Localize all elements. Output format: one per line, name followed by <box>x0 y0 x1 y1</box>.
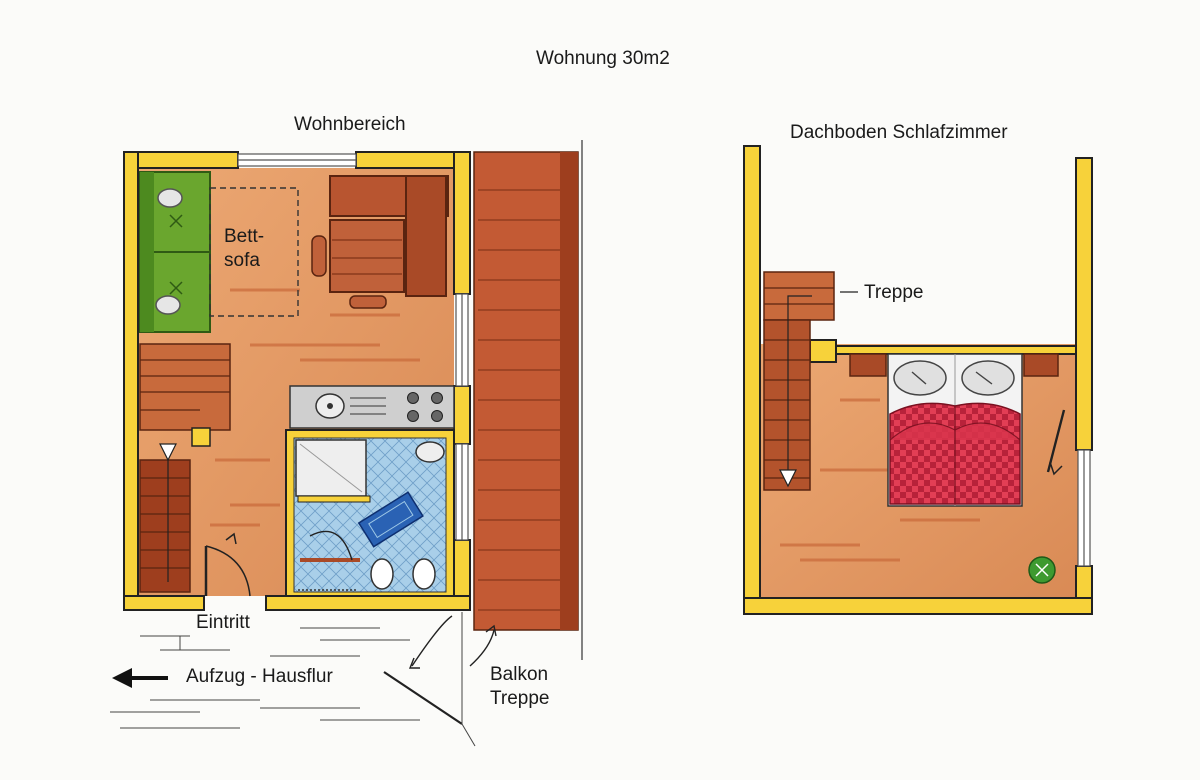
bathroom <box>285 429 455 597</box>
stove-icon <box>407 392 443 422</box>
night-tables <box>849 353 1059 377</box>
sink-icon <box>315 393 386 419</box>
balcony <box>473 140 583 660</box>
bed-sofa-label-line2: sofa <box>224 250 260 271</box>
living-area-plan <box>110 140 583 747</box>
bed-sofa-label-line1: Bett- <box>224 226 265 247</box>
hallway-label: Aufzug - Hausflur <box>186 666 333 687</box>
toilet-icon <box>370 558 436 590</box>
bath-rug <box>357 491 424 548</box>
attic-stairs-label: Treppe <box>864 282 924 303</box>
balcony-label-line2: Treppe <box>490 688 550 709</box>
balcony-door <box>383 615 497 725</box>
entrance-door <box>204 532 251 597</box>
entrance-label: Eintritt <box>196 612 250 633</box>
bed-sofa-extended-outline <box>209 187 299 317</box>
attic-window <box>1077 449 1091 567</box>
kitchen-counter <box>289 385 455 429</box>
dining-table <box>311 175 449 309</box>
attic-stairs <box>763 271 858 491</box>
plant-icon <box>1028 556 1056 584</box>
attic-walls <box>743 145 1093 615</box>
balcony-label-line1: Balkon <box>490 664 549 685</box>
plan-title: Wohnung 30m2 <box>536 48 670 69</box>
side-window <box>455 293 469 541</box>
attic-bedroom-plan <box>743 145 1093 615</box>
attic-bedroom-heading: Dachboden Schlafzimmer <box>790 122 1008 143</box>
pillow-icon <box>893 360 1015 396</box>
living-stairs <box>139 343 231 593</box>
hallway-steps <box>110 612 476 747</box>
living-area-heading: Wohnbereich <box>294 114 406 135</box>
sofa-icon <box>139 171 211 333</box>
bed-icon <box>887 353 1023 507</box>
arrow-left-icon <box>112 668 168 688</box>
bedroom-door <box>1046 409 1066 476</box>
top-window <box>237 153 357 167</box>
